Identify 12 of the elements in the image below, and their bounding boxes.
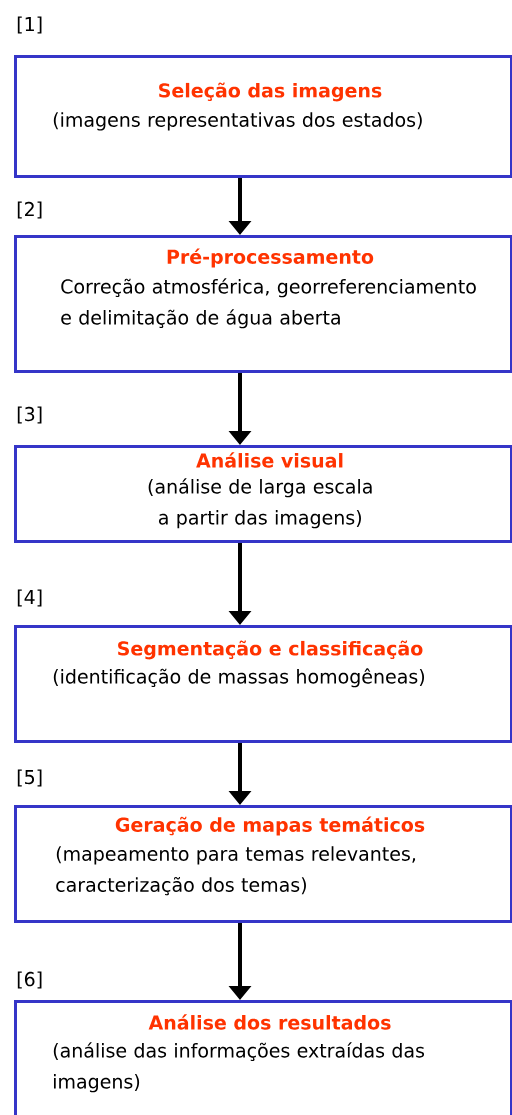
step-number: [1] bbox=[17, 16, 42, 34]
step-number: [4] bbox=[17, 589, 42, 607]
process-box: Análise visual (análise de larga escala a partir das imagens) bbox=[14, 445, 512, 543]
step-number: [3] bbox=[17, 406, 42, 424]
process-box: Geração de mapas temáticos (mapeamento para temas relevantes, caracterização dos temas) bbox=[14, 805, 512, 923]
step-number: [2] bbox=[17, 201, 42, 219]
step-number: [6] bbox=[17, 971, 42, 989]
process-box: Análise dos resultados (análise das informações extraídas das imagens) bbox=[14, 1000, 512, 1115]
process-box: Seleção das imagens (imagens representativas dos estados) bbox=[14, 55, 512, 178]
process-box: Segmentação e classificação (identificação de massas homogêneas) bbox=[14, 625, 512, 743]
step-number: [5] bbox=[17, 769, 42, 787]
process-box: Pré-processamento Correção atmosférica, georreferenciamento e delimitação de água aberta bbox=[14, 235, 512, 373]
